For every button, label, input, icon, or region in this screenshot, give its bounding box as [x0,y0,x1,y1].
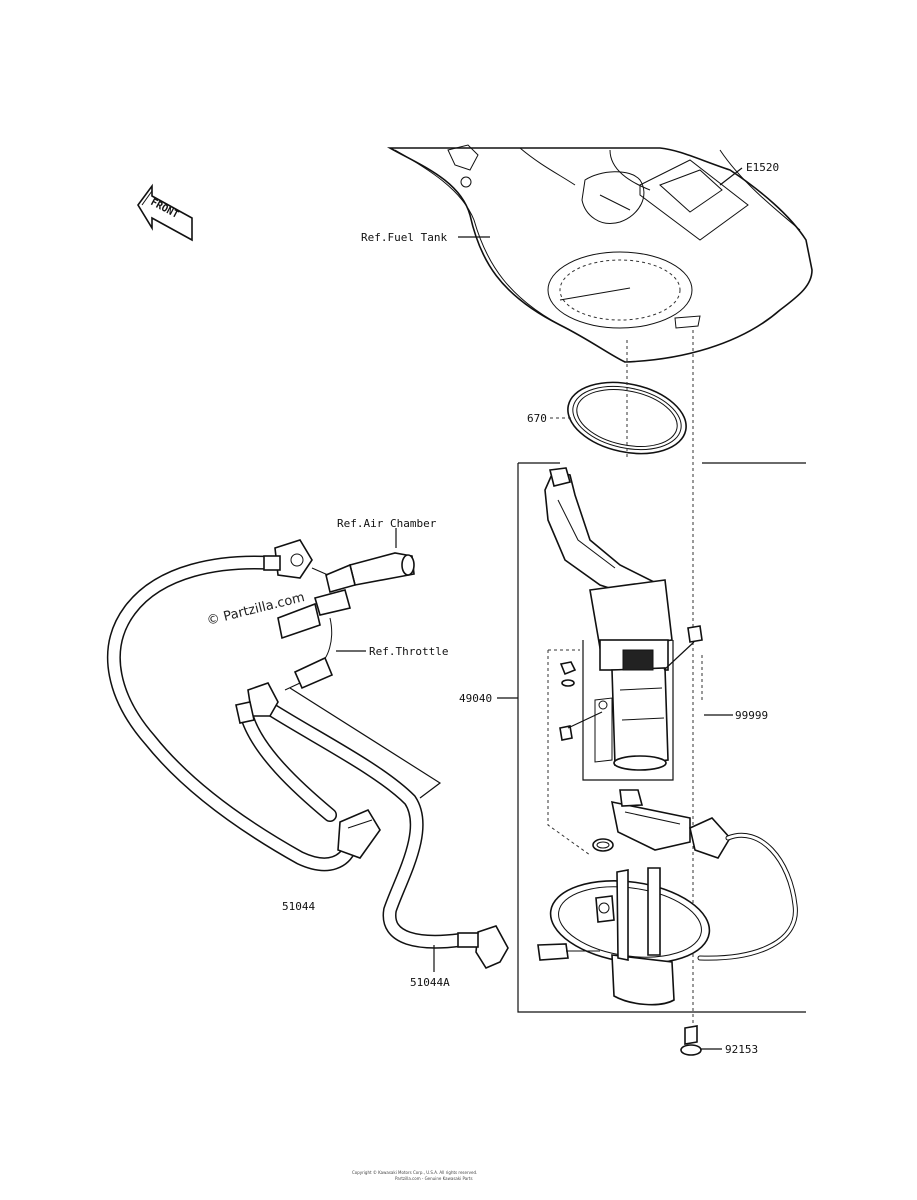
fuel-tank-outline [386,144,813,363]
quick-connector-upper [263,539,313,579]
screw-99999 [663,625,703,700]
label-ref-throttle: Ref.Throttle [369,645,448,658]
footer-source: Partzilla.com - Genuine Kawasaki Parts [395,1176,473,1181]
footer-copyright: Copyright © Kawasaki Motors Corp., U.S.A… [352,1170,477,1175]
fuel-pump-assembly [544,467,674,781]
label-ref-fuel-tank: Ref.Fuel Tank [361,231,447,244]
label-ref-air-chamber: Ref.Air Chamber [337,517,437,530]
air-chamber-fitting [311,552,415,593]
quick-connector-middle [235,682,279,724]
label-e1520: E1520 [746,161,779,174]
label-51044a: 51044A [410,976,450,989]
throttle-fitting [277,589,351,691]
label-92153: 92153 [725,1043,758,1056]
pump-wire-connector [689,817,798,961]
label-670: 670 [527,412,547,425]
pump-assembly-frame [517,462,806,1013]
fuel-filter [592,789,691,852]
fuel-hose-51044 [106,555,381,872]
fuel-hose-51044a [265,703,509,970]
front-arrow-icon: FRONT [137,183,193,242]
bolt-92153 [680,1025,702,1056]
label-99999: 99999 [735,709,768,722]
small-fasteners [547,649,603,856]
label-49040: 49040 [459,692,492,705]
pump-flange-base [537,867,711,1006]
label-51044: 51044 [282,900,315,913]
